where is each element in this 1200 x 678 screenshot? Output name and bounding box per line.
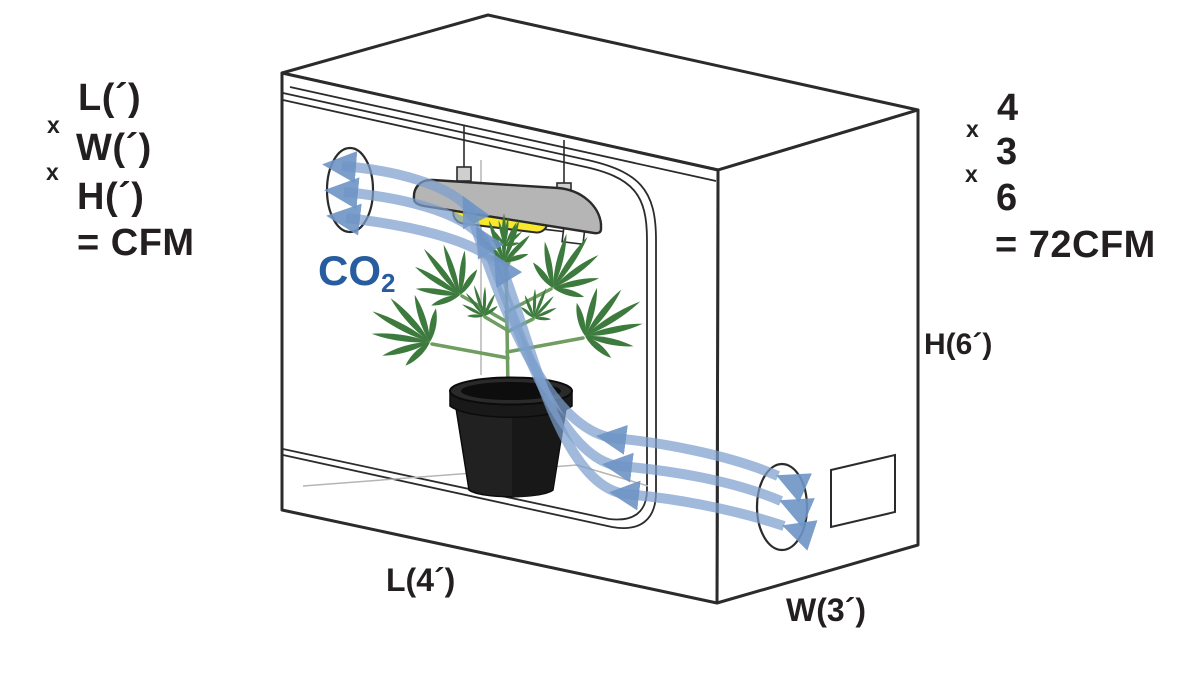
- side-vent-window: [830, 453, 896, 529]
- height-dimension-label: H(6´): [924, 328, 993, 361]
- width-dimension-label: W(3´): [786, 592, 866, 628]
- multiply-x: x: [47, 112, 60, 138]
- example-width-value: 3: [996, 131, 1018, 173]
- co2-label: CO2: [318, 247, 396, 298]
- formula-height-label: H(´): [77, 176, 145, 218]
- lamp-hanger: [456, 166, 472, 182]
- length-dimension-label: L(4´): [386, 562, 456, 598]
- tent-right-face: [715, 108, 920, 605]
- multiply-x: x: [966, 116, 979, 142]
- co2-subscript: 2: [381, 268, 396, 298]
- example-height-value: 6: [996, 177, 1018, 219]
- example-result-value: = 72CFM: [995, 224, 1156, 266]
- formula-width-label: W(´): [76, 127, 152, 169]
- formula-result-label: = CFM: [77, 222, 195, 264]
- airflow-arrow: [326, 203, 818, 551]
- example-length-value: 4: [997, 87, 1019, 129]
- intake-vent-oval: [755, 462, 809, 552]
- co2-text: CO: [318, 247, 381, 294]
- multiply-x: x: [965, 161, 978, 187]
- multiply-x: x: [46, 159, 59, 185]
- airflow-arrows: [322, 151, 818, 551]
- formula-length-label: L(´): [78, 77, 142, 119]
- grow-tent: [280, 13, 920, 605]
